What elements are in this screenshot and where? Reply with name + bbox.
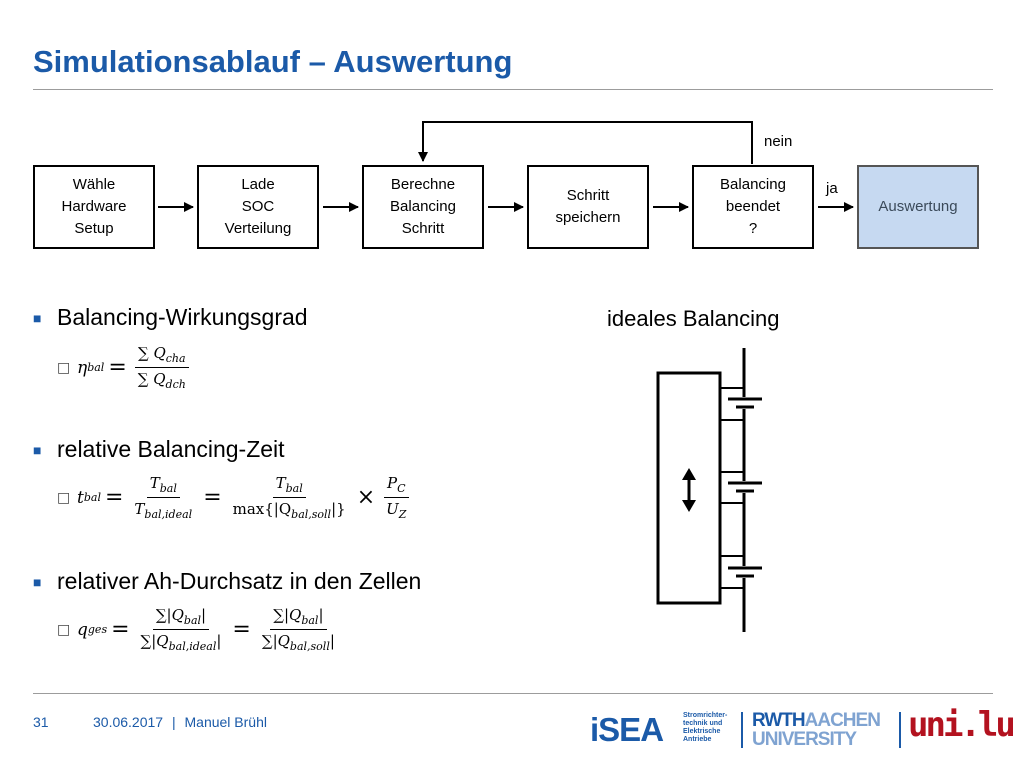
battery-cell-icon: [726, 481, 766, 493]
footer-date: 30.06.2017: [93, 714, 164, 730]
bullet-text: Balancing-Wirkungsgrad: [57, 304, 308, 330]
bullet-marker: ■: [33, 309, 42, 326]
loop-back-arrow: [418, 121, 753, 164]
flow-label-no: nein: [764, 133, 793, 150]
flow-arrows: [158, 121, 854, 212]
footer-divider: [33, 693, 993, 694]
bullet-efficiency: ■ Balancing-Wirkungsgrad: [33, 304, 308, 331]
bullet-time: ■ relative Balancing-Zeit: [33, 436, 285, 463]
ideal-balancing-label: ideales Balancing: [607, 306, 780, 331]
isea-logo-subtitle: Stromrichter- technik und Elektrische An…: [683, 712, 728, 743]
cell-connections: [720, 387, 744, 589]
footer-author: Manuel Brühl: [184, 714, 268, 730]
logo-separator: [741, 712, 743, 748]
sub-marker: □: [57, 359, 71, 376]
bullet-throughput: ■ relativer Ah-Durchsatz in den Zellen: [33, 568, 421, 595]
rwth-logo: RWTHAACHEN UNIVERSITY: [752, 710, 881, 750]
bullet-text: relative Balancing-Zeit: [57, 436, 285, 462]
footer-separator: |: [171, 714, 176, 730]
battery-cell-icon: [726, 397, 766, 409]
logo-separator: [899, 712, 901, 748]
sub-marker: □: [57, 489, 71, 506]
bullet-marker: ■: [33, 573, 42, 590]
battery-cell-icon: [726, 566, 766, 578]
bidirectional-arrow-icon: [682, 468, 696, 512]
title-divider: [33, 89, 993, 90]
battery-schematic: [656, 348, 766, 632]
bullet-text: relativer Ah-Durchsatz in den Zellen: [57, 568, 422, 594]
balancer-block: [656, 371, 722, 605]
sub-marker: □: [57, 621, 71, 638]
page-number: 31: [33, 714, 49, 730]
flow-label-yes: ja: [826, 180, 838, 197]
isea-logo: iSEA: [590, 711, 664, 748]
page-title: Simulationsablauf – Auswertung: [33, 44, 513, 79]
flow-box-evaluation: Auswertung: [857, 165, 979, 249]
footer-info: 30.06.2017 | Manuel Brühl: [93, 714, 267, 730]
unilu-logo: uni.lu: [908, 705, 1016, 745]
bullet-marker: ■: [33, 441, 42, 458]
